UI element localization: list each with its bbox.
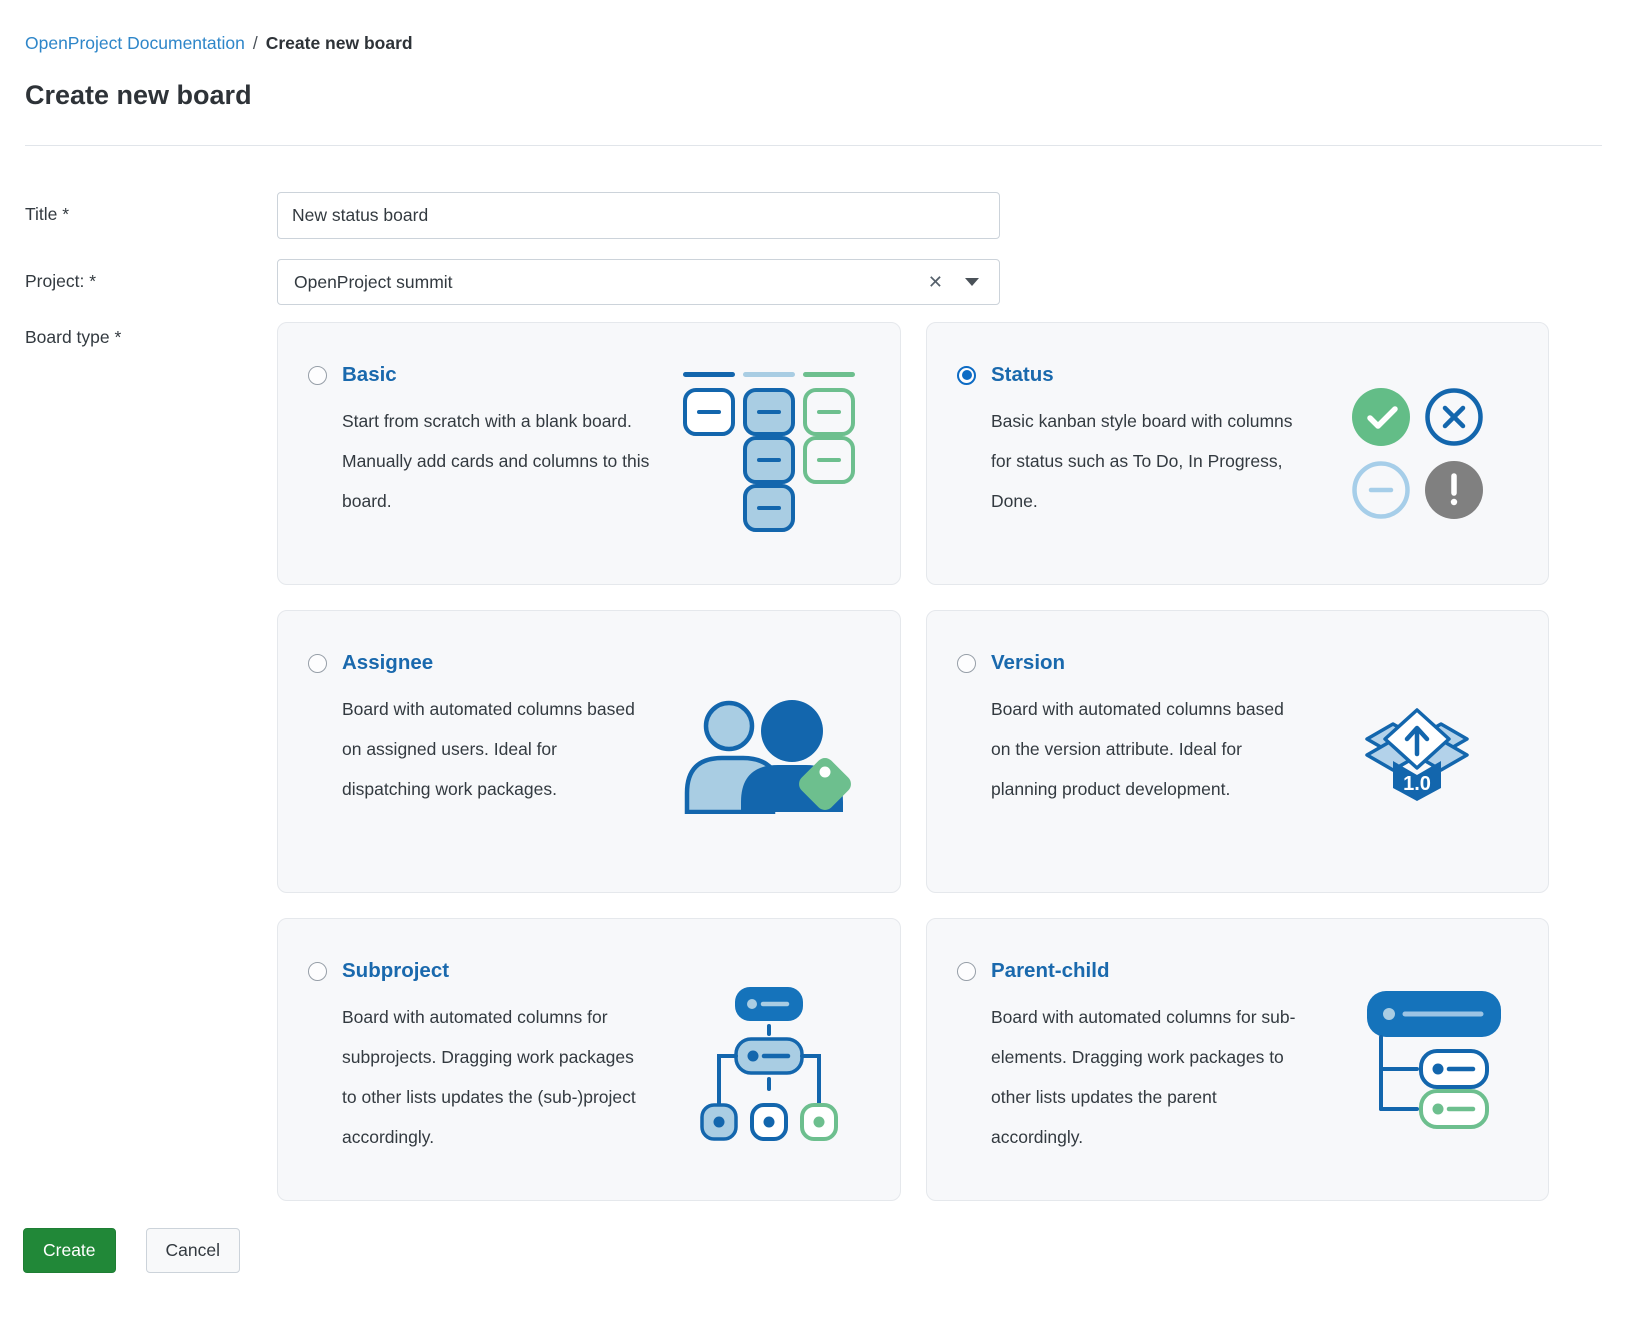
caret-down-icon[interactable] — [965, 278, 979, 286]
card-description-status: Basic kanban style board with columns fo… — [991, 411, 1293, 511]
board-type-card-basic[interactable]: Basic Start from scratch with a blank bo… — [277, 322, 901, 585]
radio-parent-child[interactable] — [957, 961, 976, 981]
board-type-card-subproject[interactable]: Subproject Board with automated columns … — [277, 918, 901, 1201]
status-circles-icon — [1300, 323, 1548, 584]
project-label: Project: * — [25, 271, 96, 291]
board-type-card-assignee[interactable]: Assignee Board with automated columns ba… — [277, 610, 901, 893]
form-actions: Create Cancel — [23, 1228, 241, 1273]
radio-subproject[interactable] — [308, 961, 327, 981]
breadcrumb-link-documentation[interactable]: OpenProject Documentation — [25, 33, 245, 53]
parent-child-hierarchy-icon — [1300, 919, 1548, 1200]
breadcrumb-separator: / — [252, 33, 258, 53]
board-type-card-status[interactable]: Status Basic kanban style board with col… — [926, 322, 1549, 585]
card-title-parent-child: Parent-child — [991, 959, 1110, 982]
version-badge-text: 1.0 — [1403, 773, 1431, 795]
clear-selection-icon[interactable]: ✕ — [927, 272, 943, 292]
title-input[interactable] — [277, 192, 1000, 239]
card-description-parent-child: Board with automated columns for sub-ele… — [991, 1007, 1296, 1147]
board-type-options: Basic Start from scratch with a blank bo… — [277, 322, 1549, 1201]
page-title: Create new board — [25, 80, 252, 110]
radio-version[interactable] — [957, 653, 976, 673]
project-select-value: OpenProject summit — [294, 271, 453, 292]
board-type-label: Board type * — [25, 327, 122, 347]
radio-basic[interactable] — [308, 365, 327, 385]
breadcrumb-current: Create new board — [265, 33, 413, 53]
subproject-hierarchy-icon — [652, 919, 900, 1200]
card-description-subproject: Board with automated columns for subproj… — [342, 1007, 636, 1147]
title-label: Title * — [25, 204, 70, 224]
radio-status[interactable] — [957, 365, 976, 385]
breadcrumb: OpenProject Documentation / Create new b… — [25, 33, 413, 54]
header-divider — [25, 145, 1602, 146]
card-description-version: Board with automated columns based on th… — [991, 699, 1284, 799]
card-description-assignee: Board with automated columns based on as… — [342, 699, 635, 799]
assignee-users-tag-icon — [652, 611, 900, 892]
card-description-basic: Start from scratch with a blank board. M… — [342, 411, 650, 511]
project-select[interactable]: OpenProject summit ✕ — [277, 259, 1000, 305]
card-title-status: Status — [991, 363, 1054, 386]
radio-assignee[interactable] — [308, 653, 327, 673]
board-type-card-parent-child[interactable]: Parent-child Board with automated column… — [926, 918, 1549, 1201]
kanban-columns-icon — [652, 323, 900, 584]
card-title-version: Version — [991, 651, 1066, 674]
board-type-card-version[interactable]: Version Board with automated columns bas… — [926, 610, 1549, 893]
create-button[interactable]: Create — [23, 1228, 116, 1273]
card-title-basic: Basic — [342, 363, 397, 386]
version-release-box-icon: 1.0 — [1300, 611, 1548, 892]
card-title-subproject: Subproject — [342, 959, 450, 982]
cancel-button[interactable]: Cancel — [145, 1228, 241, 1273]
card-title-assignee: Assignee — [342, 651, 434, 674]
